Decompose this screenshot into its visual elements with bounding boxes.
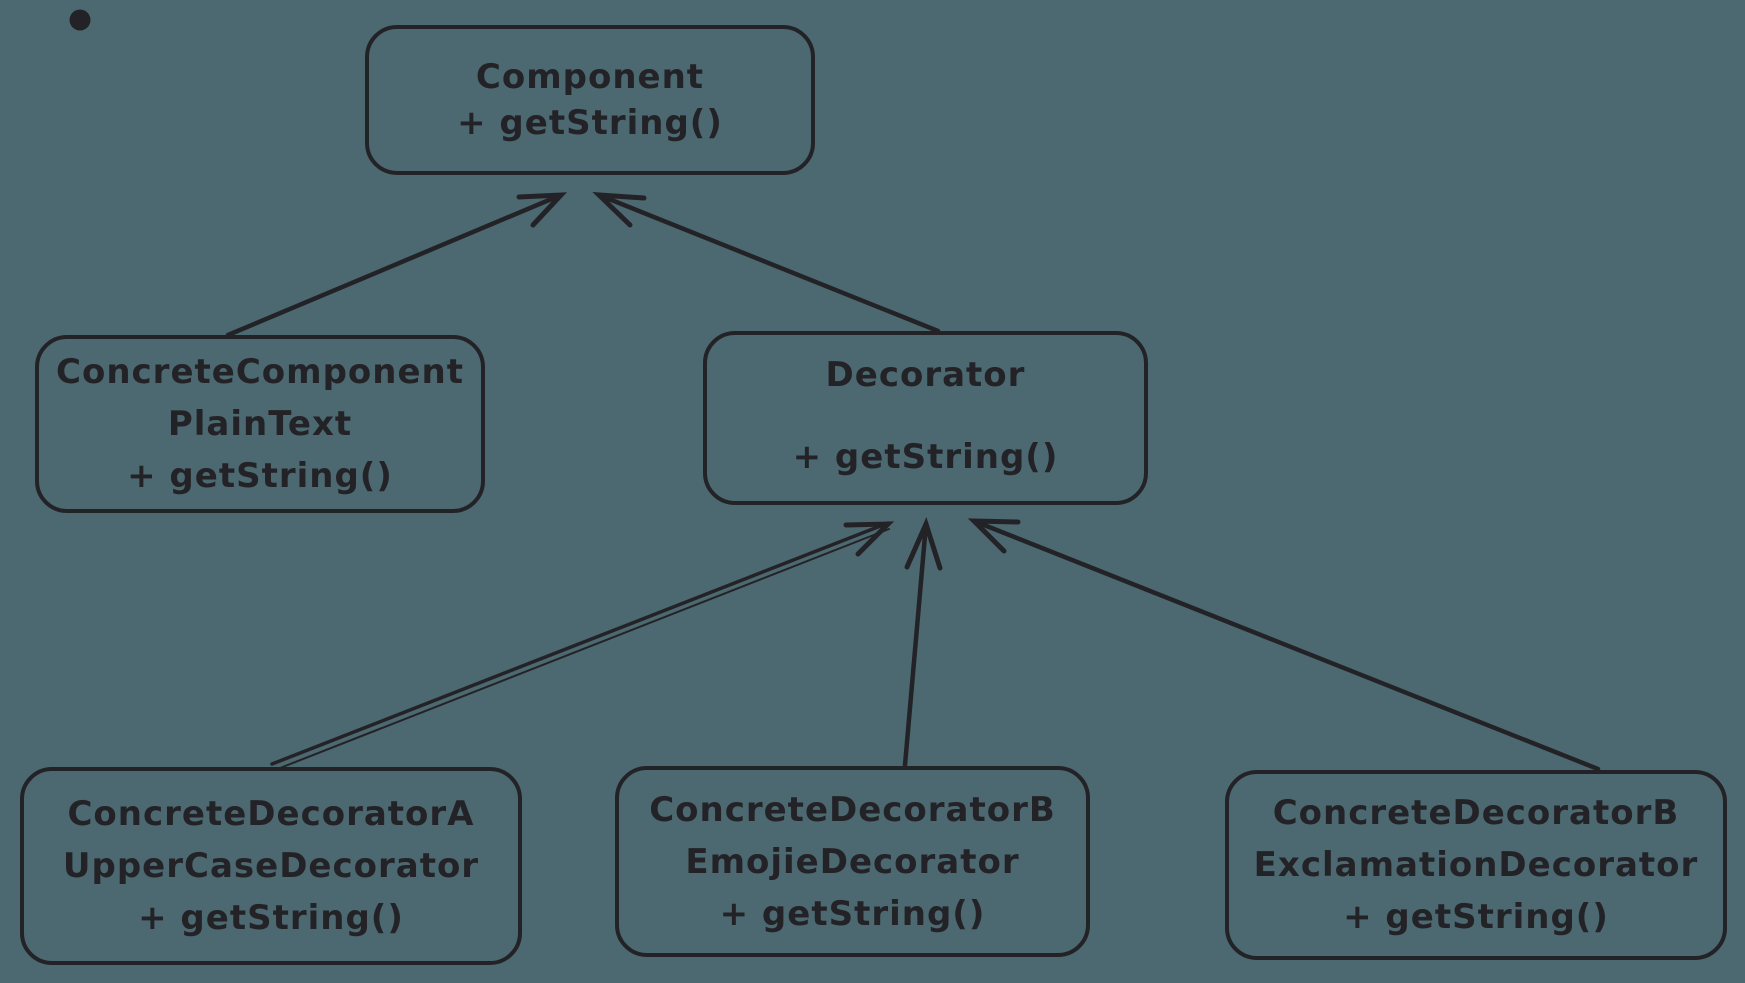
class-name: Decorator [825,355,1026,395]
class-box-concrete-decorator-b-emojie: ConcreteDecoratorB EmojieDecorator + get… [615,766,1090,957]
class-name: ConcreteDecoratorA [67,794,475,834]
class-box-concrete-decorator-a: ConcreteDecoratorA UpperCaseDecorator + … [20,767,522,965]
class-method: + getString() [457,103,723,143]
class-name: ConcreteDecoratorB [1272,793,1680,833]
class-method: + getString() [719,893,986,934]
class-subtitle: ExclamationDecorator [1253,845,1699,885]
bullet-dot [69,9,91,31]
class-subtitle: PlainText [167,404,353,444]
class-box-concrete-decorator-b-exclamation: ConcreteDecoratorB ExclamationDecorator … [1225,770,1727,960]
class-box-decorator: Decorator + getString() [703,331,1148,505]
class-method: + getString() [1343,897,1609,937]
class-box-component: Component + getString() [365,25,815,175]
class-method: + getString() [127,456,393,496]
class-name: ConcreteDecoratorB [649,789,1056,830]
arrow-decorator-to-component [592,192,941,334]
class-name: ConcreteComponent [56,352,464,392]
arrow-decoratorb-exclamation-to-decorator [967,518,1601,772]
arrow-concretecomponent-to-component [225,192,568,338]
class-subtitle: EmojieDecorator [685,841,1020,882]
class-subtitle: UpperCaseDecorator [62,846,480,886]
class-method: + getString() [792,437,1059,477]
arrow-decoratora-to-decorator [270,521,895,771]
class-box-concrete-component: ConcreteComponent PlainText + getString(… [35,335,485,513]
class-method: + getString() [138,898,404,938]
arrow-decoratorb-emojie-to-decorator [902,516,943,768]
class-name: Component [475,57,705,97]
